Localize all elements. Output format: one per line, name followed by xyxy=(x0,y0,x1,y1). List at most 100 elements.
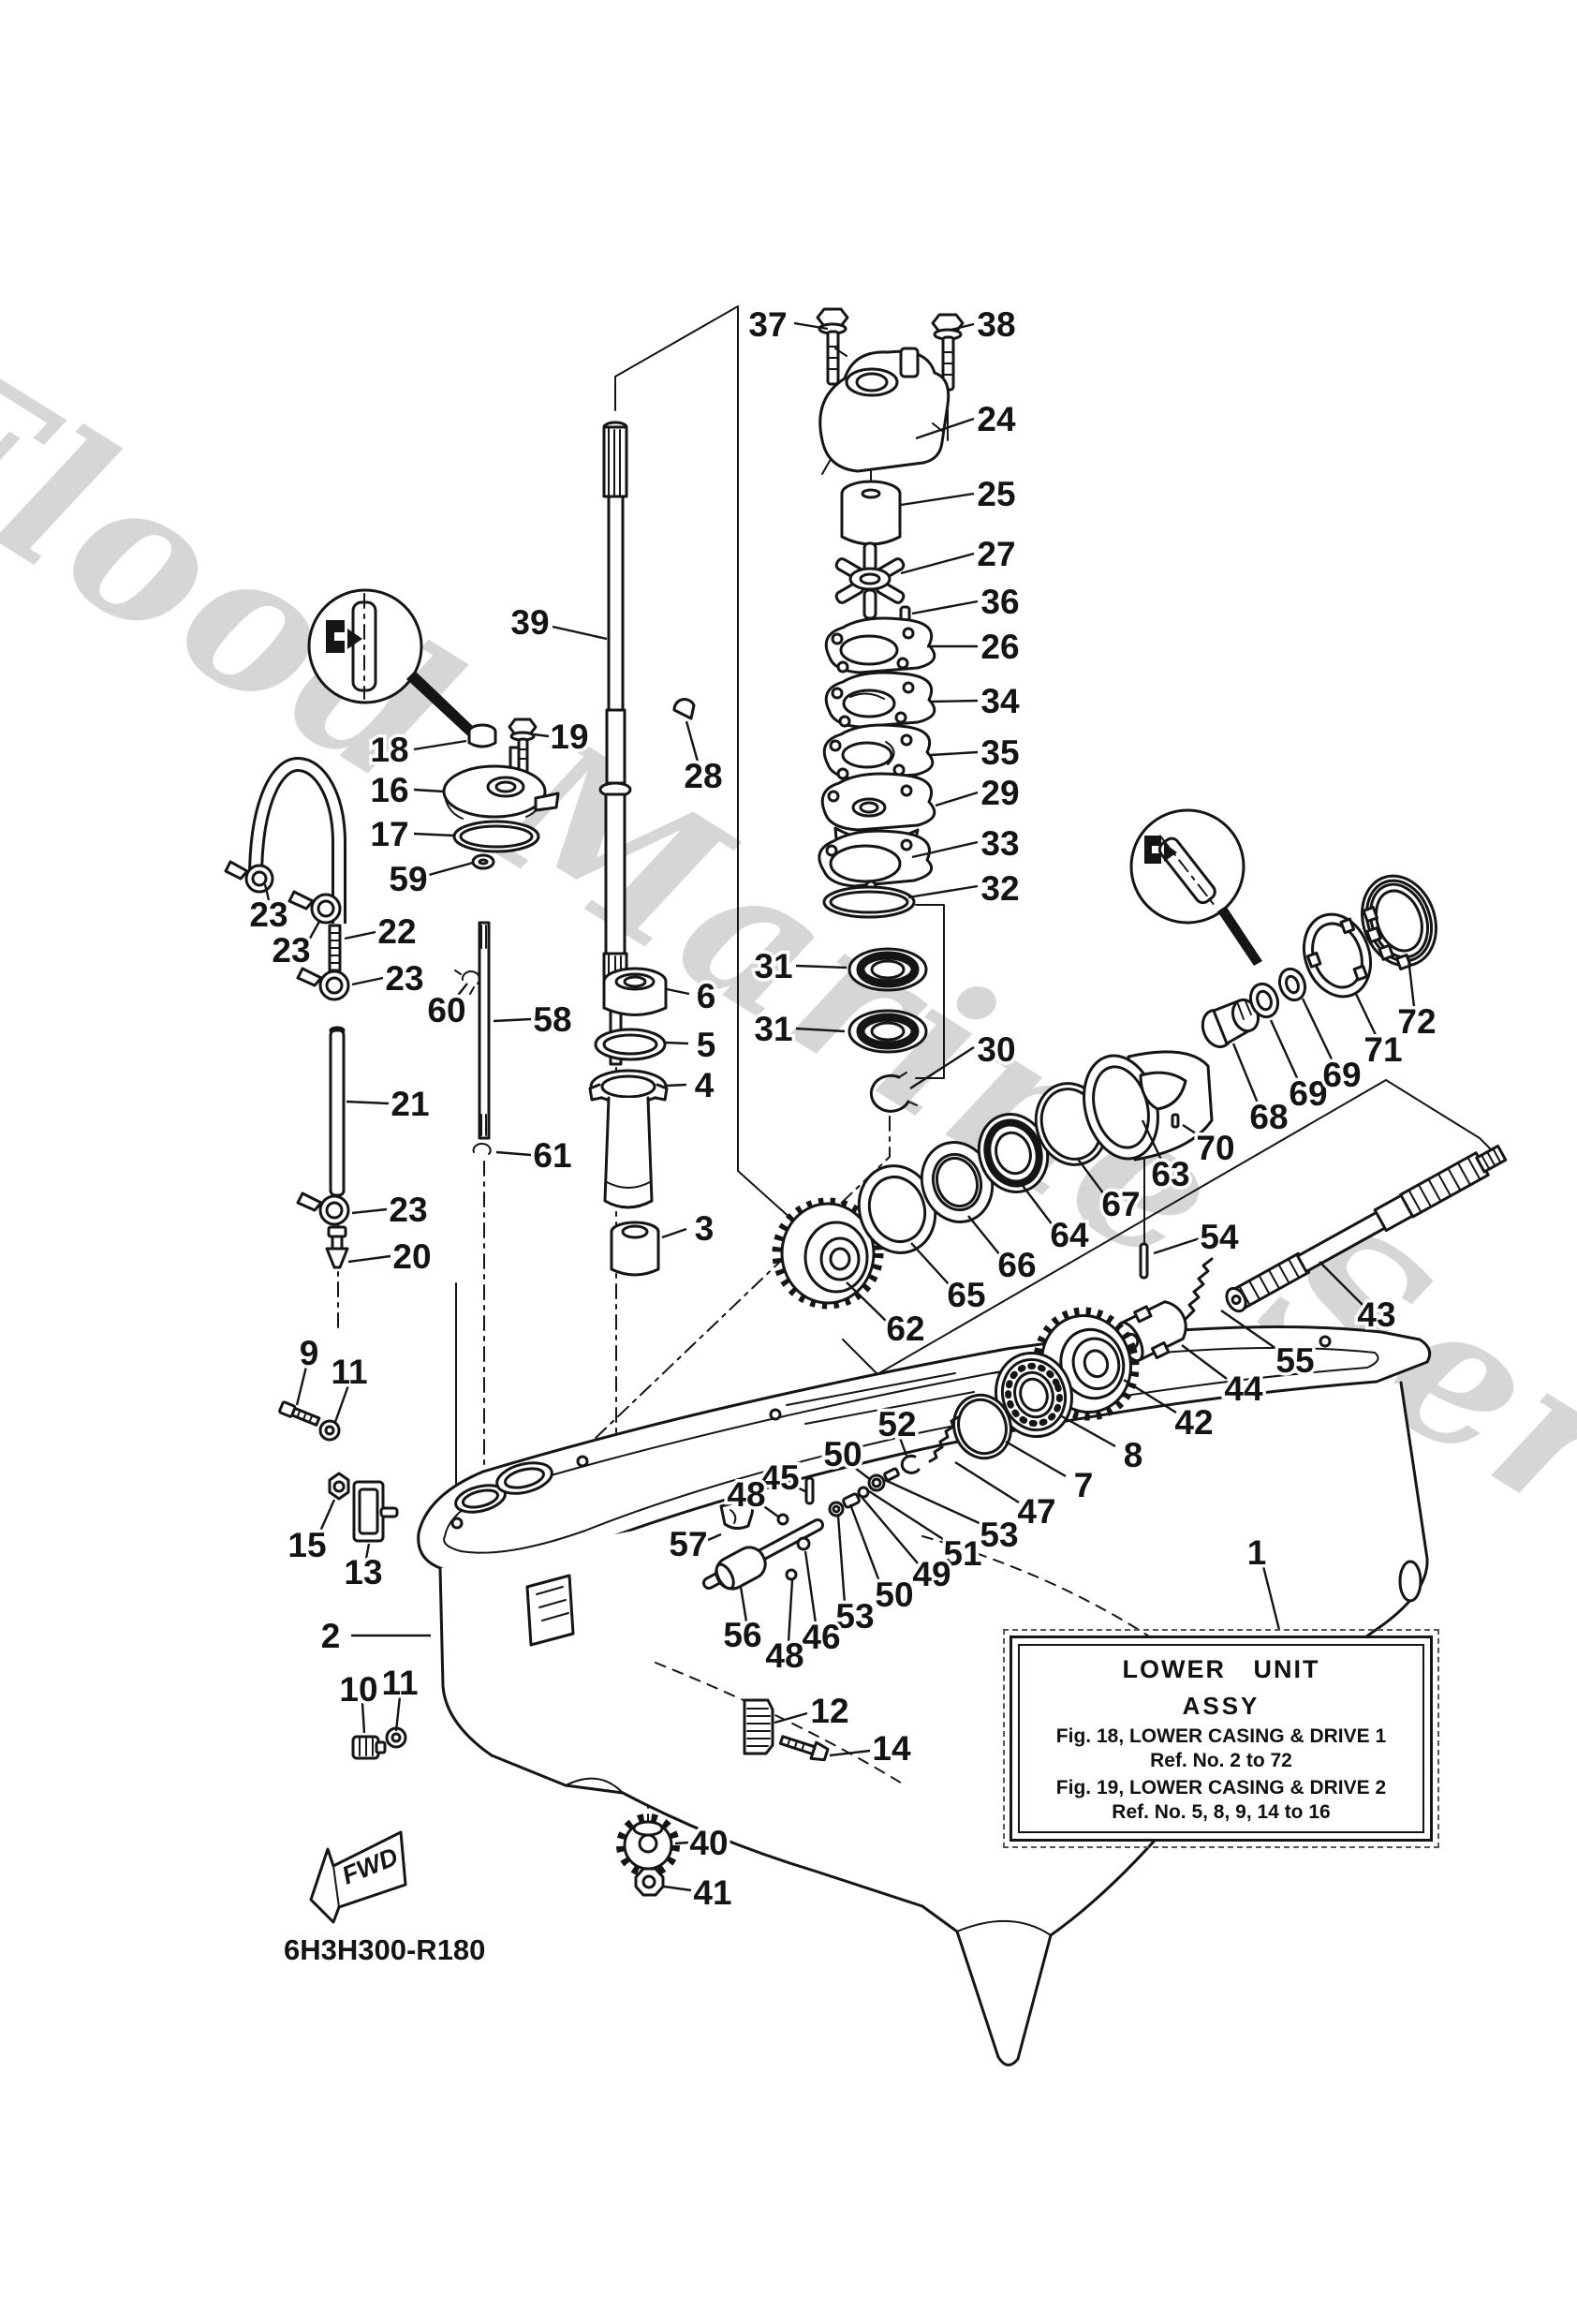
part-label-70: 70 xyxy=(1196,1129,1234,1167)
leader-line-39 xyxy=(552,625,608,641)
leader-line-55 xyxy=(1220,1310,1280,1352)
part-label-44: 44 xyxy=(1224,1369,1263,1408)
part-label-43: 43 xyxy=(1357,1295,1395,1334)
leader-line-11 xyxy=(333,1384,350,1423)
part-label-48: 48 xyxy=(727,1475,765,1514)
part-label-28: 28 xyxy=(684,757,722,795)
nut-41 xyxy=(634,1867,665,1897)
part-label-71: 71 xyxy=(1363,1030,1402,1069)
part-label-42: 42 xyxy=(1174,1403,1213,1442)
part-label-31: 31 xyxy=(754,947,792,985)
part-label-23: 23 xyxy=(385,959,423,998)
part-label-51: 51 xyxy=(943,1534,981,1573)
part-33-base-gasket xyxy=(818,829,934,893)
part-label-39: 39 xyxy=(510,603,549,642)
leader-line-1 xyxy=(1261,1565,1281,1631)
leader-line-62 xyxy=(846,1281,887,1322)
leader-line-20 xyxy=(347,1254,391,1264)
leader-line-43 xyxy=(1319,1261,1364,1307)
part-label-15: 15 xyxy=(287,1526,326,1564)
leader-line-14 xyxy=(829,1749,871,1757)
part-label-37: 37 xyxy=(748,305,787,344)
leader-line-64 xyxy=(1020,1182,1054,1226)
leader-line-24 xyxy=(915,417,975,440)
screw-14 xyxy=(778,1735,830,1762)
part-label-38: 38 xyxy=(977,305,1015,344)
part-2-lower-casing xyxy=(417,1325,1432,2066)
leader-line-19 xyxy=(533,733,550,738)
part-label-5: 5 xyxy=(697,1026,716,1064)
part-hose xyxy=(248,756,346,924)
part-label-68: 68 xyxy=(1249,1098,1288,1136)
part-label-25: 25 xyxy=(977,475,1015,513)
leader-line-4 xyxy=(666,1083,687,1088)
part-label-64: 64 xyxy=(1050,1216,1089,1254)
part-label-24: 24 xyxy=(977,400,1016,438)
leader-line-53 xyxy=(884,1478,984,1527)
leader-line-70 xyxy=(1182,1123,1205,1141)
leader-line-47 xyxy=(954,1460,1020,1504)
part-label-23: 23 xyxy=(249,896,287,934)
part-label-52: 52 xyxy=(877,1405,916,1443)
part-label-69: 69 xyxy=(1322,1056,1361,1094)
part-20-fitting xyxy=(325,1225,349,1269)
part-7-o-ring xyxy=(952,1393,1012,1460)
screw-9 xyxy=(278,1400,321,1427)
part-label-49: 49 xyxy=(912,1555,951,1593)
leader-line-59 xyxy=(428,861,474,877)
info-fig18: Fig. 18, LOWER CASING & DRIVE 1 xyxy=(1055,1725,1387,1747)
part-65-thrust-washer xyxy=(857,1164,937,1254)
leader-line-29 xyxy=(935,791,979,807)
part-label-13: 13 xyxy=(344,1553,382,1591)
part-54-pin xyxy=(1139,1242,1149,1280)
part-13-bracket xyxy=(352,1480,399,1543)
part-69-seal-a xyxy=(1248,982,1280,1019)
part-label-41: 41 xyxy=(693,1873,731,1912)
part-label-32: 32 xyxy=(980,869,1019,908)
leader-line-28 xyxy=(685,720,700,762)
part-43-propeller-shaft xyxy=(1225,1144,1508,1313)
leader-line-61 xyxy=(495,1150,532,1157)
plug-10 xyxy=(351,1735,387,1760)
info-box-inner: LOWER UNIT ASSY Fig. 18, LOWER CASING & … xyxy=(1018,1644,1424,1833)
part-label-53: 53 xyxy=(980,1516,1018,1554)
leader-line-23 xyxy=(351,1207,388,1215)
part-label-61: 61 xyxy=(533,1136,571,1175)
part-label-10: 10 xyxy=(339,1670,377,1709)
leader-line-51 xyxy=(868,1489,950,1545)
leader-line-66 xyxy=(967,1215,1001,1256)
leader-line-25 xyxy=(900,492,975,507)
leader-line-10 xyxy=(361,1702,366,1734)
leader-line-33 xyxy=(911,840,979,859)
part-71-lock-washer xyxy=(1303,912,1372,999)
washer-11a xyxy=(318,1419,341,1442)
leader-line-18 xyxy=(413,739,467,751)
part-24-water-pump-housing xyxy=(818,347,951,475)
part-label-56: 56 xyxy=(723,1616,761,1654)
part-label-35: 35 xyxy=(980,733,1019,772)
part-59-seal xyxy=(471,853,495,870)
part-6-bearing xyxy=(602,967,668,1016)
leader-line-17 xyxy=(413,832,455,837)
leader-line-36 xyxy=(911,600,979,615)
part-label-14: 14 xyxy=(872,1729,911,1768)
leader-line-50 xyxy=(850,1464,872,1481)
part-label-60: 60 xyxy=(427,991,465,1029)
leader-line-48 xyxy=(787,1579,794,1643)
part-3-bushing xyxy=(610,1221,660,1277)
leader-line-6 xyxy=(666,987,690,996)
leader-line-3 xyxy=(661,1227,687,1239)
part-64-bearing xyxy=(977,1113,1050,1193)
part-66-shim xyxy=(920,1141,995,1223)
leader-line-12 xyxy=(774,1711,808,1724)
leader-line-63 xyxy=(1141,1119,1164,1162)
info-fig18-ref: Ref. No. 2 to 72 xyxy=(1150,1750,1292,1771)
part-label-4: 4 xyxy=(695,1066,715,1104)
leader-line-23 xyxy=(305,919,322,944)
leader-line-49 xyxy=(861,1496,919,1564)
part-label-66: 66 xyxy=(997,1246,1036,1284)
leader-line-56 xyxy=(739,1586,748,1622)
leader-line-8 xyxy=(1059,1414,1116,1448)
